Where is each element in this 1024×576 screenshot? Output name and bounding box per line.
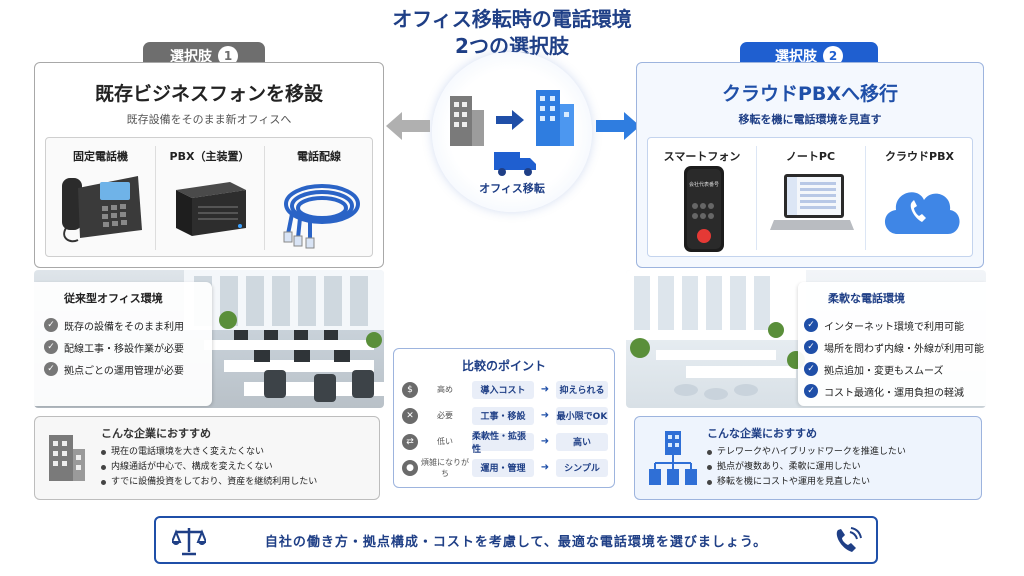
env-point: ✓拠点ごとの運用管理が必要 [44,358,210,380]
flexible-office-image: 柔軟な電話環境 ✓インターネット環境で利用可能 ✓場所を問わず内線・外線が利用可… [626,270,986,408]
laptop-icon [770,174,854,230]
recommend-points: テレワークやハイブリッドワークを推進したい 拠点が複数あり、柔軟に運用したい 移… [707,445,979,490]
comparison-title: 比較のポイント [461,359,546,373]
flexibility-icon: ⇄ [402,433,418,450]
balance-scale-icon [172,528,206,556]
footer-message: 自社の働き方・拠点構成・コストを考慮して、最適な電話環境を選びましょう。 [264,534,768,550]
end-call-icon [697,229,711,243]
desk-phone-icon [62,176,142,243]
option-2-subheading: 移転を機に電話環境を見直す [738,113,882,126]
network-buildings-icon [649,431,697,485]
page-title: オフィス移転時の電話環境 2つの選択肢 [392,7,632,58]
env-point: ✓インターネット環境で利用可能 [804,314,986,336]
arrow-right-icon: ➜ [540,436,550,447]
env-point: ✓既存の設備をそのまま利用 [44,314,210,336]
env-title: 従来型オフィス環境 [64,292,163,305]
smartphone-icon: 会社代表番号 [684,166,724,252]
item-label-cloud-pbx: クラウドPBX [885,150,954,163]
comparison-row: ● 煩雑になりがち 運用・管理 ➜ シンプル [402,457,608,478]
option-1-heading: 既存ビジネスフォンを移設 [94,83,323,105]
check-icon: ✓ [804,318,818,332]
item-label-pbx: PBX（主装置） [169,150,250,163]
recommend-points: 現在の電話環境を大きく変えたくない 内線通話が中心で、構成を変えたくない すでに… [101,445,377,490]
footer-banner: 自社の働き方・拠点構成・コストを考慮して、最適な電話環境を選びましょう。 [154,516,878,564]
comparison-row: ✕ 必要 工事・移設 ➜ 最小限でOK [402,405,608,426]
item-label-desk-phone: 固定電話機 [73,150,128,163]
recommend-point: テレワークやハイブリッドワークを推進したい [707,445,979,460]
option-2-heading: クラウドPBXへ移行 [721,83,899,105]
item-label-cabling: 電話配線 [297,150,341,163]
traditional-env-card: 従来型オフィス環境 ✓既存の設備をそのまま利用 ✓配線工事・移設作業が必要 ✓拠… [34,282,212,406]
comparison-row: ⇄ 低い 柔軟性・拡張性 ➜ 高い [402,431,608,455]
option-2-equipment-box: スマートフォン ノートPC クラウドPBX 会社代表番号 [647,137,973,257]
yen-coin-icon: $ [402,381,418,398]
comparison-row: $ 高め 導入コスト ➜ 抑えられる [402,379,608,400]
user-icon: ● [402,459,418,476]
recommend-point: 内線通話が中心で、構成を変えたくない [101,460,377,475]
phone-call-icon [836,527,862,552]
arrow-right-icon: ➜ [540,410,550,421]
option-number-badge: 1 [218,46,238,66]
env-point: ✓拠点追加・変更もスムーズ [804,358,986,380]
moving-truck-icon [494,152,536,176]
check-icon: ✓ [44,362,58,376]
comparison-box: 比較のポイント $ 高め 導入コスト ➜ 抑えられる ✕ 必要 工事・移設 ➜ … [393,348,615,488]
left-arrow-icon [386,112,430,140]
recommend-point: 移転を機にコストや運用を見直したい [707,475,979,490]
arrow-right-icon: ➜ [540,462,550,473]
option-2-recommend-box: こんな企業におすすめ テレワークやハイブリッドワークを推進したい 拠点が複数あり… [634,416,982,500]
flexible-env-card: 柔軟な電話環境 ✓インターネット環境で利用可能 ✓場所を問わず内線・外線が利用可… [798,282,986,406]
option-2-panel: クラウドPBXへ移行 移転を機に電話環境を見直す スマートフォン ノートPC ク… [636,62,984,268]
check-icon: ✓ [804,340,818,354]
option-1-panel: 既存ビジネスフォンを移設 既存設備をそのまま新オフィスへ 固定電話機 PBX（主… [34,62,384,268]
check-icon: ✓ [804,384,818,398]
cloud-pbx-icon [884,192,960,234]
right-arrow-icon [596,112,640,140]
check-icon: ✓ [804,362,818,376]
item-label-smartphone: スマートフォン [663,150,741,163]
office-move-label: オフィス移転 [479,182,545,195]
traditional-office-image: 従来型オフィス環境 ✓既存の設備をそのまま利用 ✓配線工事・移設作業が必要 ✓拠… [34,270,384,408]
check-icon: ✓ [44,340,58,354]
item-label-laptop: ノートPC [785,150,836,163]
office-move-buildings-icon [450,90,574,146]
arrow-right-icon: ➜ [540,384,550,395]
phone-screen-text: 会社代表番号 [688,182,719,188]
telephone-cable-icon [283,184,360,249]
recommend-point: 現在の電話環境を大きく変えたくない [101,445,377,460]
option-1-subheading: 既存設備をそのまま新オフィスへ [126,113,292,126]
office-move-circle: オフィス移転 [432,52,592,212]
option-1-recommend-box: こんな企業におすすめ 現在の電話環境を大きく変えたくない 内線通話が中心で、構成… [34,416,380,500]
env-title: 柔軟な電話環境 [828,292,905,305]
option-number-badge: 2 [823,46,843,66]
recommend-title: こんな企業におすすめ [101,427,211,440]
env-point: ✓コスト最適化・運用負担の軽減 [804,380,986,402]
recommend-title: こんな企業におすすめ [707,427,817,440]
env-point: ✓配線工事・移設作業が必要 [44,336,210,358]
pbx-unit-icon [176,182,246,236]
env-points: ✓既存の設備をそのまま利用 ✓配線工事・移設作業が必要 ✓拠点ごとの運用管理が必… [44,314,210,380]
check-icon: ✓ [44,318,58,332]
recommend-point: すでに設備投資をしており、資産を継続利用したい [101,475,377,490]
env-points: ✓インターネット環境で利用可能 ✓場所を問わず内線・外線が利用可能 ✓拠点追加・… [804,314,986,402]
tools-icon: ✕ [402,407,418,424]
option-1-equipment-box: 固定電話機 PBX（主装置） 電話配線 [45,137,373,257]
recommend-point: 拠点が複数あり、柔軟に運用したい [707,460,979,475]
env-point: ✓場所を問わず内線・外線が利用可能 [804,336,986,358]
building-icon [49,435,85,481]
